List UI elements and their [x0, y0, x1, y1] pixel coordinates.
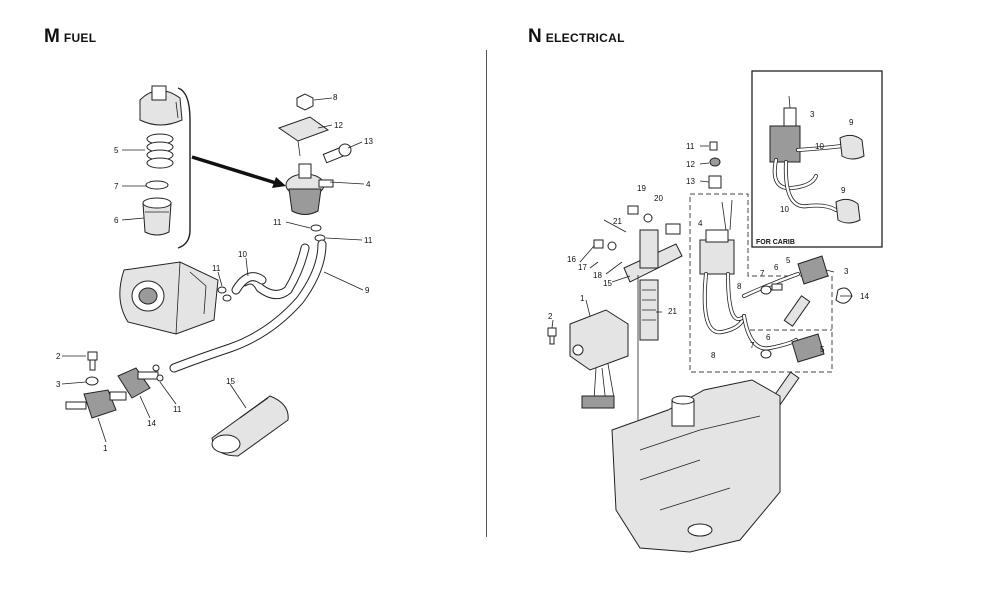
electrical-callout-17: 17	[578, 263, 587, 272]
exploded-group-bracket	[177, 87, 191, 249]
electrical-callout-18: 18	[593, 271, 602, 280]
fuel-o-ring-part	[145, 180, 169, 190]
ignition-wires-part	[702, 272, 800, 351]
electrical-callout-20: 20	[654, 194, 663, 203]
ignition-washer-part	[709, 157, 721, 167]
fuel-callout-1: 1	[103, 444, 108, 453]
fuel-clip-part	[152, 364, 164, 382]
electrical-callout-13: 13	[686, 177, 695, 186]
electrical-callout-21b: 21	[668, 307, 677, 316]
spark-plug-cap-part	[791, 255, 829, 363]
cap-spring-part	[760, 283, 783, 359]
electrical-section-name: ELECTRICAL	[545, 31, 625, 45]
rectifier-coil-part	[639, 229, 659, 341]
fuel-washer-part	[85, 376, 99, 386]
electrical-callout-19: 19	[637, 184, 646, 193]
fuel-callouts: 5 7 6 8 12 13 4 11 11 9 10 11 2 3 1 14 1…	[56, 93, 373, 453]
fuel-callout-11d: 11	[173, 405, 182, 414]
fuel-filter-part	[285, 163, 334, 215]
electrical-callout-6a: 6	[774, 263, 779, 272]
fuel-callout-11a: 11	[273, 218, 282, 227]
fuel-screw-part	[87, 351, 98, 371]
fuel-section-title: M FUEL	[44, 26, 96, 48]
assembly-arrow	[191, 155, 286, 188]
ignition-coil-part	[699, 199, 735, 275]
inset-callout-9b: 9	[841, 186, 846, 195]
electrical-section-title: N ELECTRICAL	[528, 26, 625, 48]
inset-plug-cap-part	[835, 134, 865, 224]
fuel-callout-7: 7	[114, 182, 119, 191]
ignition-screw-part	[709, 141, 718, 151]
fuel-callout-11c: 11	[212, 264, 221, 273]
electrical-callout-8a: 8	[737, 282, 742, 291]
electrical-callout-3: 3	[844, 267, 849, 276]
inset-callout-10b: 10	[780, 205, 789, 214]
electrical-callout-21a: 21	[613, 217, 622, 226]
fuel-section-name: FUEL	[63, 31, 97, 45]
electrical-callout-4: 4	[698, 219, 703, 228]
electrical-section-letter: N	[528, 26, 542, 47]
electrical-callout-5a: 5	[786, 256, 791, 265]
fuel-spring-part	[146, 133, 174, 169]
electrical-callout-7b: 7	[750, 341, 755, 350]
fuel-callout-9: 9	[365, 286, 370, 295]
inset-callout-3: 3	[810, 110, 815, 119]
electrical-callout-11: 11	[686, 142, 695, 151]
electrical-callout-12: 12	[686, 160, 695, 169]
fuel-filter-cap-part	[139, 85, 183, 126]
fuel-grommet-part	[211, 395, 289, 457]
fuel-callout-11b: 11	[364, 236, 373, 245]
engine-block-part	[611, 379, 781, 553]
inset-callout-9a: 9	[849, 118, 854, 127]
fuel-callout-12: 12	[334, 121, 343, 130]
electrical-callout-1: 1	[580, 294, 585, 303]
electrical-callout-7a: 7	[760, 269, 765, 278]
fuel-section-letter: M	[44, 26, 60, 47]
fuel-hose-clips-part	[217, 286, 232, 302]
electrical-leader-lines	[551, 145, 852, 329]
page-divider	[486, 50, 487, 537]
bracket-bolts-part	[593, 205, 681, 251]
fuel-callout-13: 13	[364, 137, 373, 146]
cdi-unit-part	[569, 309, 629, 409]
fuel-bracket-part	[277, 116, 330, 157]
cdi-screw-part	[547, 327, 557, 345]
fuel-callout-15: 15	[226, 377, 235, 386]
carburetor-part	[119, 261, 219, 335]
electrical-callout-2: 2	[548, 312, 553, 321]
inset-ignition-coil-part	[769, 95, 801, 163]
electrical-diagram: FOR CARIB 3 9 10 9 10	[547, 70, 883, 553]
fuel-clips-part	[310, 224, 326, 242]
electrical-callouts: 11 12 13 4 5 6 7 3 14 8 6 7 5 8 19 20 21…	[548, 142, 869, 360]
fuel-callout-2: 2	[56, 352, 61, 361]
fuel-nut-part	[296, 93, 314, 111]
fuel-hose-part	[169, 239, 327, 373]
fuel-callout-14: 14	[147, 419, 156, 428]
ignition-collar-part	[708, 175, 722, 189]
electrical-dashed-groups	[689, 193, 833, 373]
fuel-callout-6: 6	[114, 216, 119, 225]
fuel-diagram: 5 7 6 8 12 13 4 11 11 9 10 11 2 3 1 14 1…	[56, 85, 373, 457]
electrical-callout-8b: 8	[711, 351, 716, 360]
fuel-joint-part	[117, 367, 159, 399]
fuel-callout-8: 8	[333, 93, 338, 102]
carib-inset-box: FOR CARIB 3 9 10 9 10	[751, 70, 883, 248]
electrical-callout-15: 15	[603, 279, 612, 288]
inset-callout-10a: 10	[815, 142, 824, 151]
fuel-leader-lines	[61, 97, 365, 443]
fuel-filter-cup-part	[142, 197, 172, 236]
fuel-connector-part	[65, 389, 127, 419]
electrical-callout-6b: 6	[766, 333, 771, 342]
fuel-bolt-part	[322, 143, 352, 164]
electrical-callout-16: 16	[567, 255, 576, 264]
fuel-callout-4: 4	[366, 180, 371, 189]
fuel-callout-3: 3	[56, 380, 61, 389]
fuel-callout-5: 5	[114, 146, 119, 155]
electrical-callout-5b: 5	[820, 345, 825, 354]
fuel-callout-10: 10	[238, 250, 247, 259]
electrical-callout-14: 14	[860, 292, 869, 301]
inset-label: FOR CARIB	[756, 239, 795, 246]
